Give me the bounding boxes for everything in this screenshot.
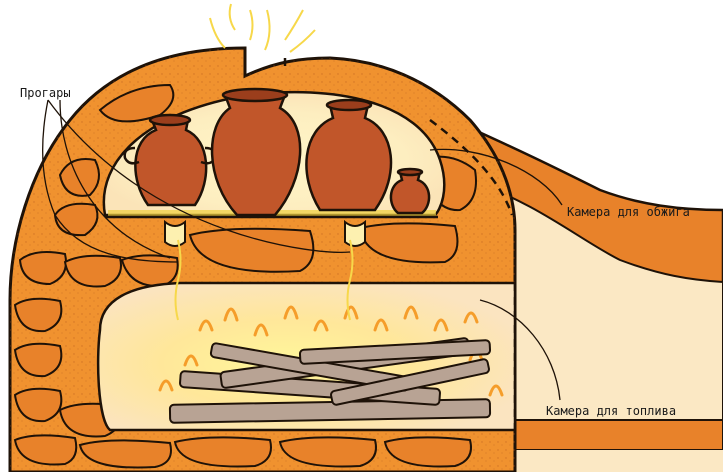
firewood [168, 337, 492, 424]
label-fuel-chamber: Камера для топлива [546, 404, 677, 418]
label-firing-chamber: Камера для обжига [567, 205, 690, 219]
tall-jar-center [210, 87, 302, 217]
small-jar [389, 167, 431, 215]
stone-masonry [13, 83, 477, 469]
heat-waves [174, 3, 354, 321]
chamber-door-dashes [243, 48, 517, 430]
leader-lines [42, 99, 563, 401]
round-jar-right [305, 98, 393, 212]
flames [158, 305, 504, 397]
label-flues: Прогары [20, 86, 71, 100]
pottery [123, 87, 431, 217]
